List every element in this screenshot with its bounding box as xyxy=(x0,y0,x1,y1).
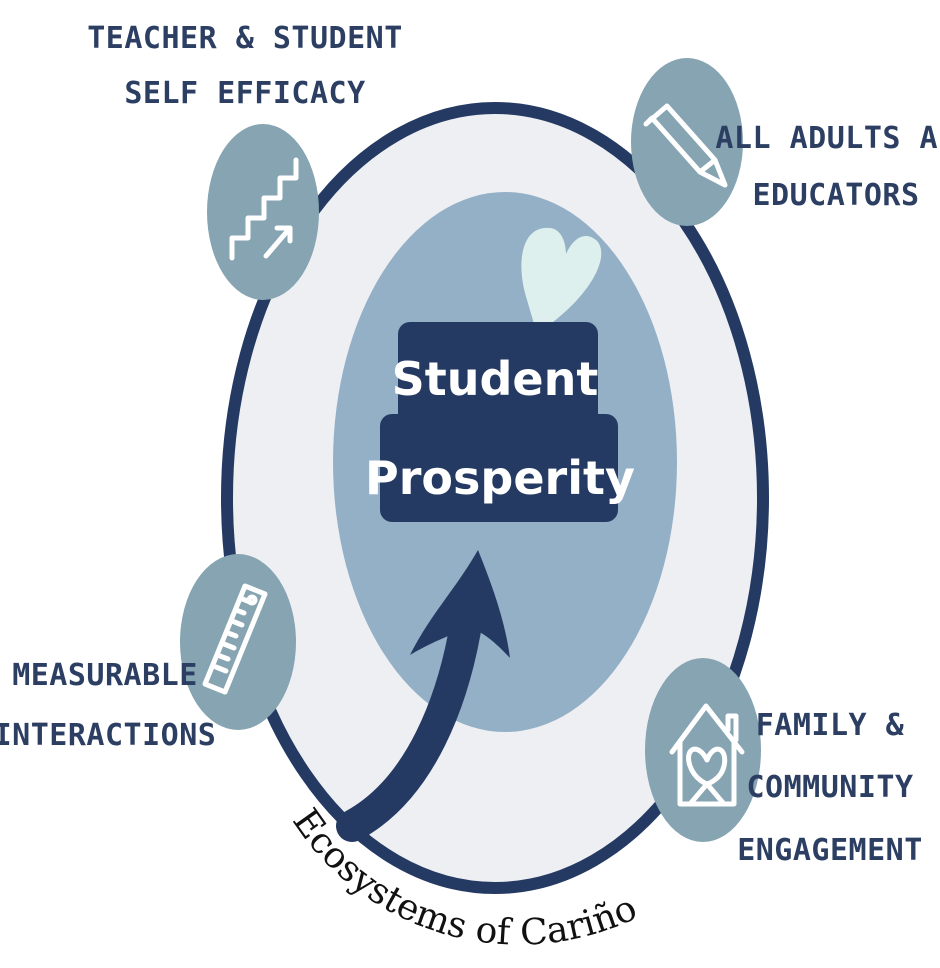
efficacy-label-line1: TEACHER & STUDENT xyxy=(87,21,403,56)
family-icon-circle xyxy=(645,658,761,842)
house-heart-icon xyxy=(669,703,745,807)
ruler-icon xyxy=(202,583,268,695)
family-label-line3: ENGAGEMENT xyxy=(737,833,923,868)
measurable-icon-circle xyxy=(180,554,296,730)
measurable-label-line2: INTERACTIONS xyxy=(0,718,216,753)
center-title-line2: Prosperity xyxy=(365,451,635,505)
stairs-arrow-icon xyxy=(229,157,299,261)
educators-icon-circle xyxy=(631,58,743,226)
student-prosperity-box xyxy=(380,322,618,522)
educators-label-line1: ALL ADULTS AS xyxy=(715,121,940,156)
efficacy-icon-circle xyxy=(207,124,319,300)
center-title-line1: Student xyxy=(392,352,599,406)
family-label-line2: COMMUNITY xyxy=(746,770,913,805)
growth-arrow xyxy=(336,550,510,842)
heart-icon xyxy=(521,227,602,334)
measurable-label-line1: MEASURABLE xyxy=(12,658,198,693)
pencil-icon xyxy=(643,103,728,188)
educators-label-line2: EDUCATORS xyxy=(752,178,919,213)
efficacy-label-line2: SELF EFFICACY xyxy=(124,76,365,111)
family-label-line1: FAMILY & xyxy=(756,708,905,743)
